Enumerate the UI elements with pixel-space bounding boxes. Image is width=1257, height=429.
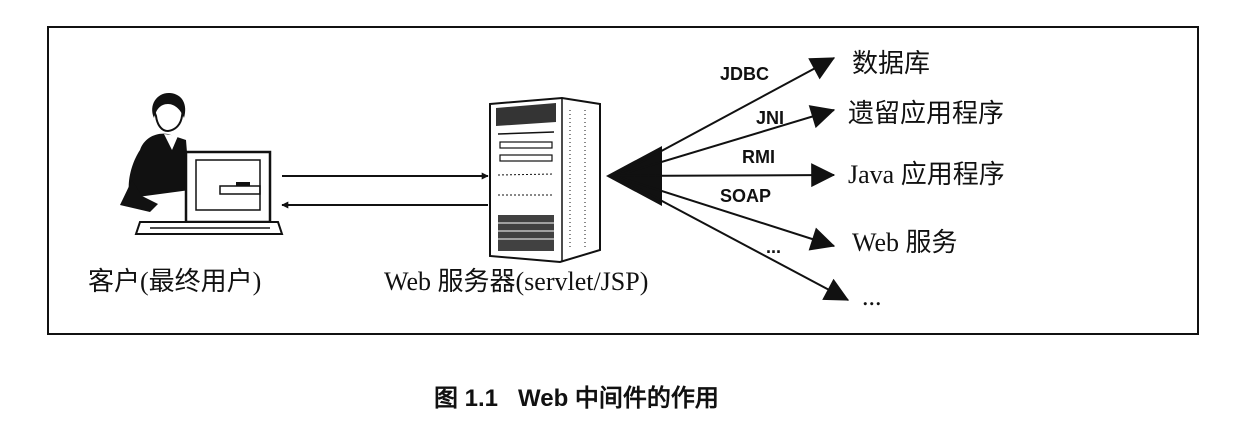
figure-caption: 图 1.1 Web 中间件的作用	[434, 384, 719, 412]
web-server-icon	[489, 96, 601, 264]
server-label: Web 服务器(servlet/JSP)	[384, 267, 648, 296]
arrow-rmi	[614, 163, 836, 188]
diagram-frame	[47, 26, 1199, 335]
arrow-jni	[614, 105, 836, 177]
protocol-label-soap: SOAP	[720, 186, 771, 206]
protocol-label-rmi: RMI	[742, 147, 775, 167]
client-user-icon	[120, 92, 284, 235]
protocol-label-jni: JNI	[756, 108, 784, 128]
arrow-jdbc	[614, 57, 836, 177]
client-label: 客户(最终用户)	[88, 267, 261, 296]
target-label-more: ...	[862, 282, 882, 311]
target-label-web-service: Web 服务	[852, 228, 958, 257]
target-label-java-app: Java 应用程序	[848, 160, 1005, 189]
arrow-more	[614, 175, 850, 301]
target-label-database: 数据库	[852, 49, 930, 78]
protocol-label-jdbc: JDBC	[720, 64, 769, 84]
target-label-legacy-app: 遗留应用程序	[848, 99, 1004, 128]
arrow-soap	[614, 175, 836, 251]
protocol-label-more: ...	[766, 237, 781, 257]
